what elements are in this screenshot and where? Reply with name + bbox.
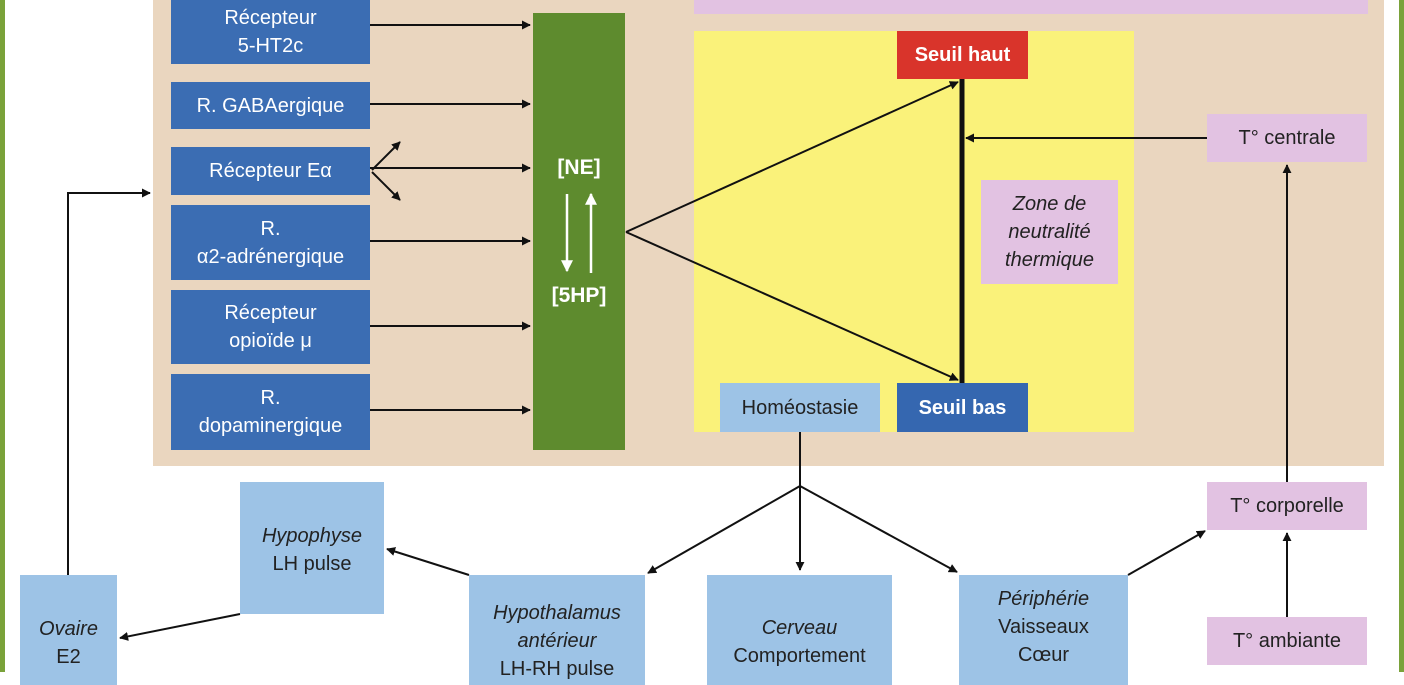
temp-ambiante: T° ambiante — [1207, 617, 1367, 665]
peripherie: Périphérie Vaisseaux Cœur — [959, 575, 1128, 685]
ovaire: Ovaire E2 — [20, 575, 117, 685]
cerveau: Cerveau Comportement — [707, 575, 892, 685]
temp-centrale: T° centrale — [1207, 114, 1367, 162]
arrow-to-peripherie — [799, 485, 958, 573]
receptor-gaba: R. GABAergique — [171, 82, 370, 129]
arrow-to-seuil-haut — [625, 81, 959, 233]
arrow-to-seuil-bas — [625, 231, 959, 381]
5hp-label: [5HP] — [551, 284, 607, 307]
receptor-opioid: Récepteur opioïde μ — [171, 290, 370, 364]
left-border — [0, 0, 5, 672]
receptor-dopamine: R. dopaminergique — [171, 374, 370, 450]
arrow-e-alpha-down — [371, 171, 401, 201]
seuil-bas: Seuil bas — [897, 383, 1028, 432]
receptor-alpha2: R. α2-adrénergique — [171, 205, 370, 280]
neurotransmitter-column — [533, 13, 625, 450]
hypothalamus-anterieur: Hypothalamus antérieur LH-RH pulse — [469, 575, 645, 685]
arrow-ovaire-feedback — [67, 188, 151, 575]
seuil-haut: Seuil haut — [897, 31, 1028, 79]
arrow-to-ovaire — [119, 613, 241, 641]
zone-neutralite: Zone de neutralité thermique — [981, 180, 1118, 284]
right-border — [1399, 0, 1404, 672]
temp-corporelle: T° corporelle — [1207, 482, 1367, 530]
receptor-e-alpha: Récepteur Eα — [171, 147, 370, 195]
receptor-5ht2c: Récepteur 5-HT2c — [171, 0, 370, 64]
homeostasie: Homéostasie — [720, 383, 880, 432]
arrow-to-hypophyse — [386, 547, 470, 576]
top-pink-banner — [694, 0, 1368, 14]
hypophyse: Hypophyse LH pulse — [240, 482, 384, 614]
arrow-to-hypothalamus — [647, 485, 801, 574]
arrow-e-alpha-up — [371, 141, 401, 171]
ne-label: [NE] — [557, 156, 601, 179]
arrow-to-corporelle — [1127, 530, 1206, 576]
